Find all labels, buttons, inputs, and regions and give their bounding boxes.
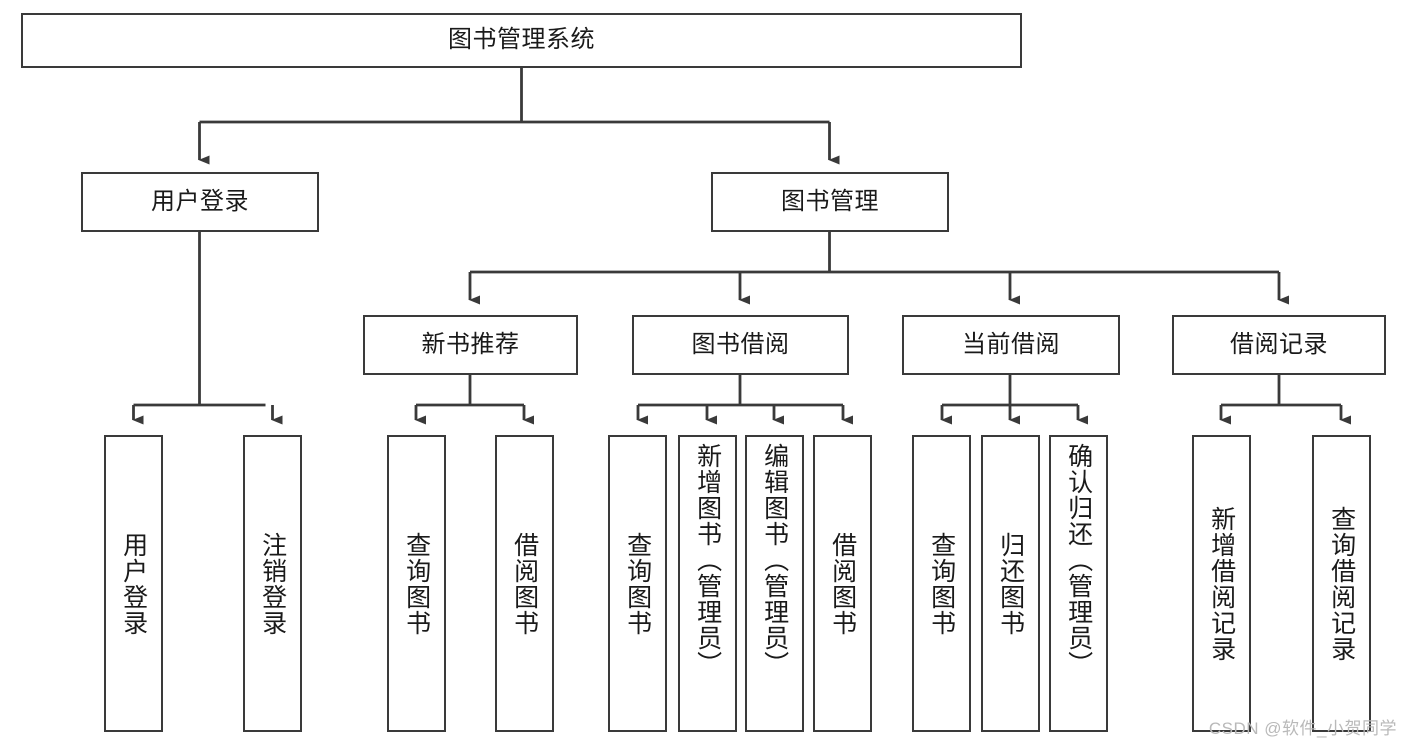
node-label: 查询图书 bbox=[927, 531, 956, 636]
node-label: 图书借阅 bbox=[691, 330, 790, 358]
node-label: 用户登录 bbox=[151, 187, 249, 215]
leaf-recommend-borrow-book[interactable]: 借阅图书 bbox=[495, 435, 554, 732]
node-root-system[interactable]: 图书管理系统 bbox=[21, 13, 1022, 68]
node-label: 新增借阅记录 bbox=[1207, 505, 1236, 662]
node-label: 新增图书（管理员） bbox=[693, 443, 722, 677]
node-book-borrow[interactable]: 图书借阅 bbox=[632, 315, 849, 375]
node-book-management[interactable]: 图书管理 bbox=[711, 172, 949, 232]
node-label: 用户登录 bbox=[119, 531, 148, 636]
node-label: 查询图书 bbox=[623, 531, 652, 636]
leaf-current-confirm-return-admin[interactable]: 确认归还（管理员） bbox=[1049, 435, 1108, 732]
node-label: 编辑图书（管理员） bbox=[760, 443, 789, 677]
leaf-record-query-borrow-record[interactable]: 查询借阅记录 bbox=[1312, 435, 1371, 732]
node-label: 查询图书 bbox=[402, 531, 431, 636]
leaf-borrow-edit-book-admin[interactable]: 编辑图书（管理员） bbox=[745, 435, 804, 732]
leaf-current-query-book[interactable]: 查询图书 bbox=[912, 435, 971, 732]
leaf-borrow-add-book-admin[interactable]: 新增图书（管理员） bbox=[678, 435, 737, 732]
node-label: 图书管理系统 bbox=[448, 26, 595, 54]
node-label: 图书管理 bbox=[781, 187, 879, 215]
leaf-recommend-query-book[interactable]: 查询图书 bbox=[387, 435, 446, 732]
node-label: 当前借阅 bbox=[962, 330, 1060, 358]
node-label: 归还图书 bbox=[996, 531, 1025, 636]
node-label: 查询借阅记录 bbox=[1327, 505, 1356, 662]
node-label: 注销登录 bbox=[258, 531, 287, 636]
leaf-borrow-query-book[interactable]: 查询图书 bbox=[608, 435, 667, 732]
node-current-borrow[interactable]: 当前借阅 bbox=[902, 315, 1120, 375]
node-new-book-recommend[interactable]: 新书推荐 bbox=[363, 315, 578, 375]
watermark-text: CSDN @软件_小贺同学 bbox=[1208, 719, 1397, 738]
node-borrow-record[interactable]: 借阅记录 bbox=[1172, 315, 1386, 375]
node-label: 新书推荐 bbox=[421, 330, 520, 358]
node-label: 借阅记录 bbox=[1230, 330, 1328, 358]
node-label: 借阅图书 bbox=[510, 531, 539, 636]
node-label: 借阅图书 bbox=[828, 531, 857, 636]
leaf-user-login[interactable]: 用户登录 bbox=[104, 435, 163, 732]
node-user-login[interactable]: 用户登录 bbox=[81, 172, 319, 232]
node-label: 确认归还（管理员） bbox=[1064, 443, 1093, 677]
leaf-borrow-borrow-book[interactable]: 借阅图书 bbox=[813, 435, 872, 732]
leaf-record-add-borrow-record[interactable]: 新增借阅记录 bbox=[1192, 435, 1251, 732]
leaf-current-return-book[interactable]: 归还图书 bbox=[981, 435, 1040, 732]
leaf-user-logout[interactable]: 注销登录 bbox=[243, 435, 302, 732]
